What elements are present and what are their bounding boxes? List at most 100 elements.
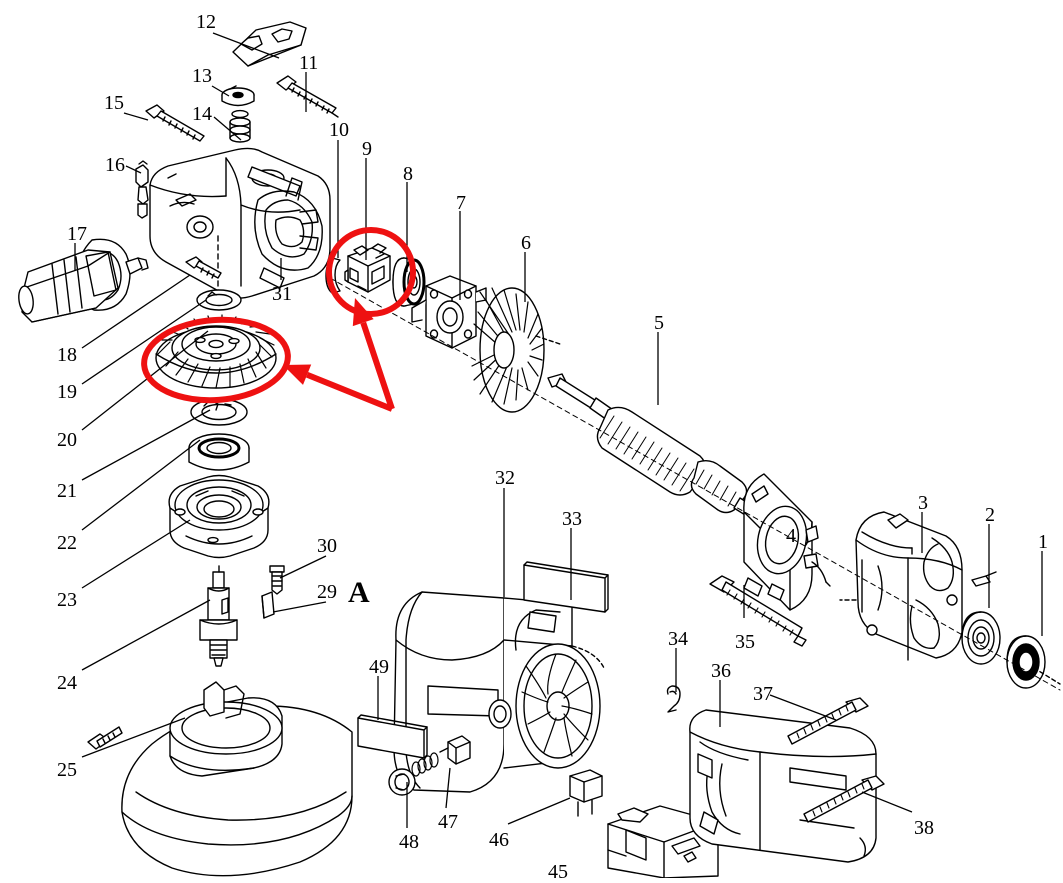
callout-label-22: 22 <box>57 532 77 554</box>
callout-label-24: 24 <box>57 672 77 694</box>
leader-line-22 <box>81 439 201 531</box>
callout-label-10: 10 <box>329 119 349 141</box>
callout-label-47: 47 <box>438 811 458 833</box>
red-annotation-layer <box>141 227 416 412</box>
callout-label-16: 16 <box>105 154 125 176</box>
part-8-ball-bearing <box>392 257 426 307</box>
arrow-head <box>352 298 374 327</box>
callout-label-37: 37 <box>753 683 773 705</box>
leader-line-29 <box>272 601 327 613</box>
callout-label-9: 9 <box>362 138 372 160</box>
callout-label-18: 18 <box>57 344 77 366</box>
part-9-brush-holder <box>344 243 391 293</box>
leader-line-24 <box>81 599 211 671</box>
highlight-brush-holder <box>326 227 416 317</box>
part-16-pin <box>135 160 149 219</box>
part-17-side-handle <box>18 238 149 323</box>
part-3-stator <box>839 511 963 661</box>
callout-label-49: 49 <box>369 656 389 678</box>
part-35-bolt-long <box>709 575 807 647</box>
part-19-bevel-gear <box>155 314 277 389</box>
part-23-bearing-retainer <box>168 474 270 559</box>
callout-label-20: 20 <box>57 429 77 451</box>
leader-line-23 <box>81 519 191 589</box>
part-48-brush-cap <box>388 768 416 796</box>
part-1-bearing-outer <box>1006 635 1061 689</box>
callout-leader-lines <box>74 32 1043 828</box>
leader-line-18 <box>81 274 191 349</box>
callout-label-15: 15 <box>104 92 124 114</box>
callout-label-19: 19 <box>57 381 77 403</box>
part-30-screw <box>269 565 285 595</box>
part-31-gear-housing <box>149 147 331 301</box>
highlight-bevel-gear <box>141 316 291 404</box>
callout-label-45: 45 <box>548 861 568 883</box>
gear-housing-group <box>18 21 339 323</box>
part-4-motor-bracket <box>743 473 831 611</box>
callout-label-4: 4 <box>786 525 796 547</box>
callout-label-34: 34 <box>668 628 688 650</box>
part-wheel-guard <box>121 681 353 877</box>
part-32-motor-housing <box>393 591 605 793</box>
callout-label-35: 35 <box>735 631 755 653</box>
callout-label-21: 21 <box>57 480 77 502</box>
callout-label-17: 17 <box>67 223 87 245</box>
part-46-capacitor <box>569 769 603 817</box>
callout-label-25: 25 <box>57 759 77 781</box>
callout-label-5: 5 <box>654 312 664 334</box>
leader-line-15 <box>123 112 149 121</box>
part-2-clip <box>971 571 997 587</box>
callout-label-38: 38 <box>914 817 934 839</box>
callout-label-30: 30 <box>317 535 337 557</box>
callout-label-3: 3 <box>918 492 928 514</box>
part-33-nameplate-right <box>523 561 609 613</box>
part-29-key-wedge <box>261 591 275 619</box>
callout-label-7: 7 <box>456 192 466 214</box>
leader-line-30 <box>279 555 327 579</box>
leader-line-47 <box>445 767 451 809</box>
part-24-spindle <box>199 565 238 667</box>
callout-label-14: 14 <box>192 103 212 125</box>
marker-a: A <box>348 576 370 609</box>
part-12-slide-lever <box>232 21 307 67</box>
arrow-to-bevel-gear <box>283 364 394 412</box>
leader-line-37 <box>769 694 837 721</box>
callout-label-48: 48 <box>399 831 419 853</box>
arrow-head <box>283 364 312 385</box>
callout-label-11: 11 <box>299 52 319 74</box>
part-13-lock-cap <box>221 85 255 107</box>
motor-housing-group <box>357 561 885 878</box>
arrow-shaft <box>305 371 394 412</box>
arrow-to-brush-holder <box>352 298 395 410</box>
callout-label-31: 31 <box>272 283 292 305</box>
part-20-retaining-ring-upper <box>196 289 242 311</box>
part-36-trigger-paddle <box>689 709 877 863</box>
callout-label-33: 33 <box>562 508 582 530</box>
leader-line-38 <box>861 791 913 813</box>
leader-line-16 <box>125 165 142 174</box>
part-11-screw-long <box>276 75 339 118</box>
part-25-screw-guard <box>87 726 123 750</box>
part-38-screw <box>803 775 885 823</box>
leader-line-46 <box>507 797 571 825</box>
spindle-stack-group <box>87 289 353 877</box>
leader-line-14 <box>213 116 242 141</box>
part-21-retaining-ring-lower <box>190 398 248 426</box>
part-2-bearing <box>961 611 1001 665</box>
leader-line-21 <box>81 409 211 481</box>
callout-label-32: 32 <box>495 467 515 489</box>
callout-label-13: 13 <box>192 65 212 87</box>
part-14-spring <box>229 109 251 143</box>
part-34-clip <box>666 685 681 713</box>
part-15-screw-hex <box>145 104 205 142</box>
leader-line-25 <box>81 717 186 758</box>
brush-and-bearing-group <box>325 243 1061 691</box>
part-47-carbon-brush <box>411 735 471 777</box>
leader-line-20 <box>81 330 209 431</box>
part-37-screw <box>787 697 869 745</box>
leader-line-19 <box>81 299 207 385</box>
part-7-bracket-plate <box>411 275 487 349</box>
callout-label-12: 12 <box>196 11 216 33</box>
